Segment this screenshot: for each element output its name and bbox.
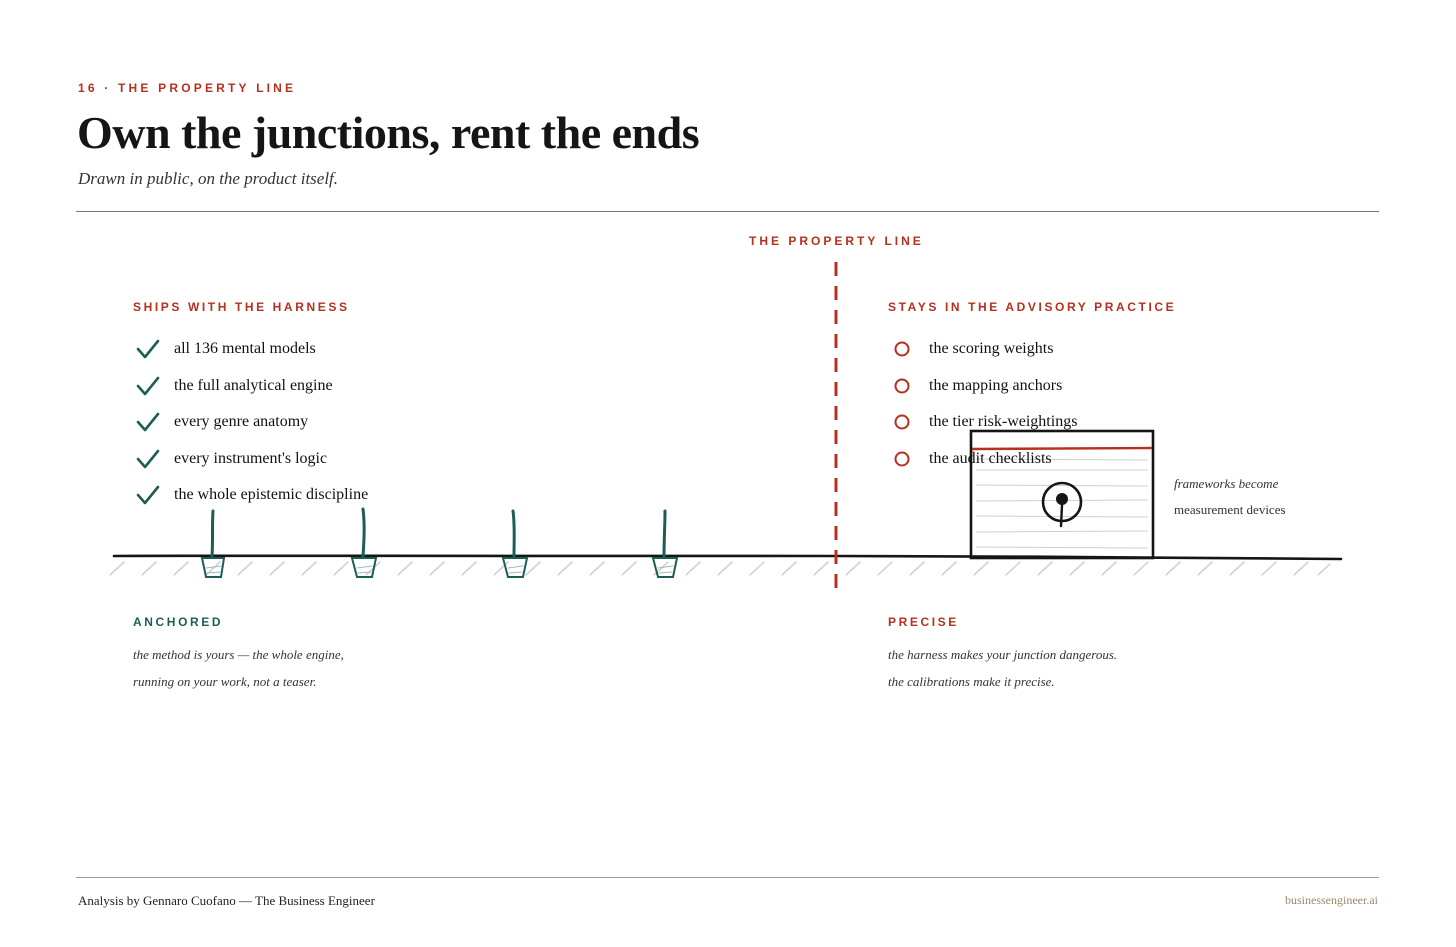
left-heading: SHIPS WITH THE HARNESS — [133, 300, 350, 314]
ground-hatching — [109, 561, 1331, 576]
open-circle-icon — [894, 414, 910, 430]
list-item-label: the scoring weights — [929, 340, 1054, 357]
list-item-label: the whole epistemic discipline — [174, 486, 369, 503]
list-item: all 136 mental models — [136, 337, 368, 374]
right-heading: STAYS IN THE ADVISORY PRACTICE — [888, 300, 1177, 314]
list-item: the whole epistemic discipline — [136, 483, 368, 520]
list-item-label: every genre anatomy — [174, 413, 309, 430]
footer-site-link[interactable]: businessengineer.ai — [1285, 893, 1378, 907]
note-line: measurement devices — [1174, 502, 1286, 517]
list-item-label: the full analytical engine — [174, 376, 333, 394]
caption-line: the calibrations make it precise. — [888, 674, 1055, 689]
caption-line: the harness makes your junction dangerou… — [888, 647, 1118, 662]
list-item: the full analytical engine — [136, 374, 368, 411]
anchored-caption: the method is yours — the whole engine, … — [133, 641, 344, 695]
precise-heading: PRECISE — [888, 615, 959, 629]
caption-line: running on your work, not a teaser. — [133, 674, 317, 689]
planted-stake-icon — [651, 509, 679, 578]
ground-line — [112, 554, 1343, 561]
list-item: the tier risk-weightings — [891, 410, 1077, 447]
list-item: the mapping anchors — [891, 374, 1077, 411]
measurement-note: frameworks become measurement devices — [1174, 471, 1286, 523]
list-item: every instrument's logic — [136, 447, 368, 484]
list-item-label: the audit checklists — [929, 449, 1052, 467]
checkmark-icon — [136, 449, 160, 468]
property-line-label: THE PROPERTY LINE — [749, 234, 924, 248]
precise-caption: the harness makes your junction dangerou… — [888, 641, 1117, 695]
footer-divider — [76, 877, 1379, 878]
list-item-label: the mapping anchors — [929, 376, 1063, 394]
caption-line: the method is yours — the whole engine, — [133, 647, 344, 662]
anchored-heading: ANCHORED — [133, 615, 224, 629]
measurement-gauge-icon — [969, 429, 1155, 560]
harness-items-list: all 136 mental models the full analytica… — [136, 337, 368, 520]
page-title: Own the junctions, rent the ends — [77, 107, 700, 158]
open-circle-icon — [894, 451, 910, 466]
page-subtitle: Drawn in public, on the product itself. — [78, 169, 339, 188]
footer-credit: Analysis by Gennaro Cuofano — The Busine… — [78, 893, 375, 908]
open-circle-icon — [894, 378, 910, 393]
list-item: the scoring weights — [891, 337, 1077, 374]
planted-stake-icon — [350, 507, 378, 578]
checkmark-icon — [136, 339, 160, 359]
list-item-label: every instrument's logic — [174, 449, 328, 467]
note-line: frameworks become — [1174, 476, 1279, 491]
list-item: the audit checklists — [891, 447, 1077, 484]
list-item: every genre anatomy — [136, 410, 368, 447]
advisory-items-list: the scoring weights the mapping anchors … — [891, 337, 1077, 483]
checkmark-icon — [136, 376, 160, 395]
planted-stake-icon — [200, 509, 226, 578]
section-kicker: 16 · THE PROPERTY LINE — [78, 81, 297, 95]
checkmark-icon — [136, 412, 160, 432]
checkmark-icon — [136, 485, 160, 505]
list-item-label: the tier risk-weightings — [929, 413, 1078, 430]
open-circle-icon — [894, 341, 910, 357]
planted-stake-icon — [501, 509, 529, 578]
list-item-label: all 136 mental models — [174, 340, 316, 357]
header-divider — [76, 211, 1379, 212]
